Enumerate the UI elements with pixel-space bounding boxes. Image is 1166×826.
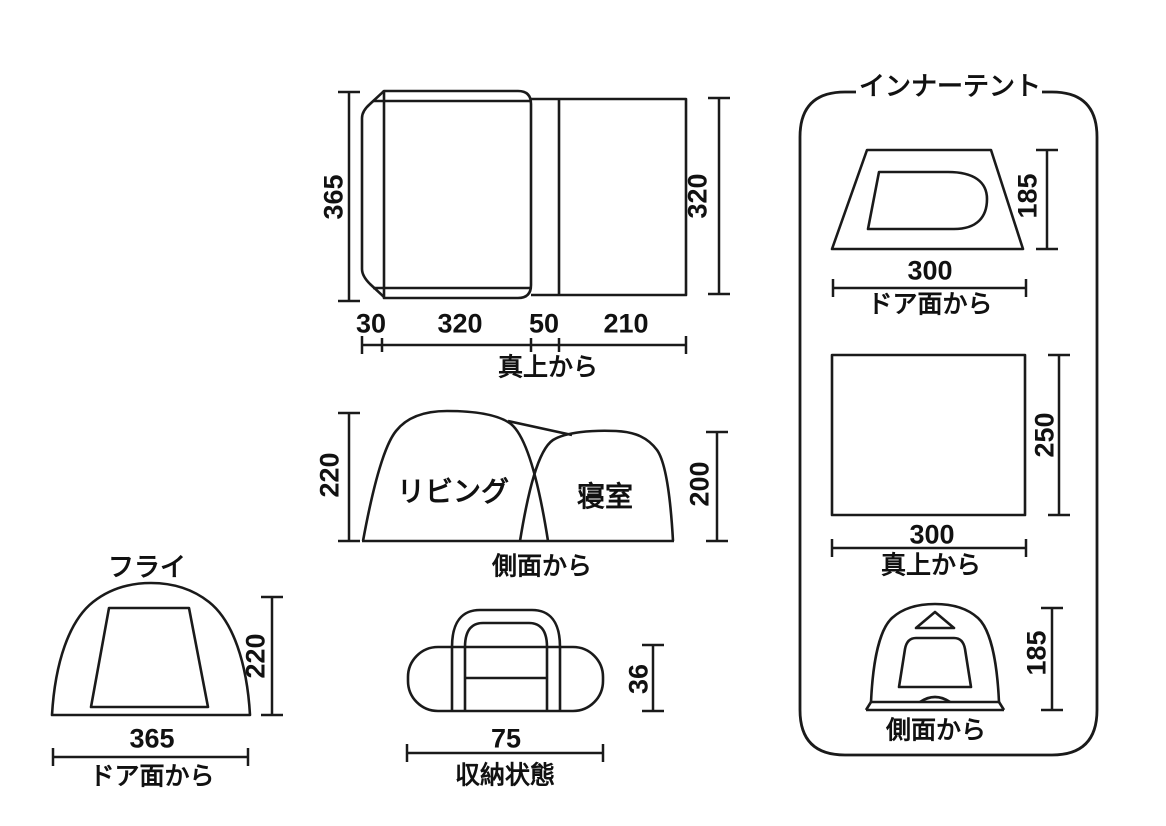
- fly-width-dim: 365: [129, 723, 175, 754]
- living-room-label: リビング: [396, 476, 510, 507]
- storage-dimension-lines: [405, 643, 664, 762]
- storage-width-dim: 75: [490, 723, 522, 754]
- inner-side-dimension-lines: [1041, 606, 1063, 712]
- inner-tent-panel-border: [798, 90, 1099, 757]
- inner-door-dimension-lines: [831, 148, 1058, 297]
- top-view-segment-320: 320: [437, 308, 483, 339]
- fly-title: フライ: [107, 552, 187, 582]
- fly-caption: ドア面から: [89, 762, 215, 791]
- bedroom-label: 寝室: [576, 481, 634, 512]
- inner-side-view-outline: [864, 602, 1006, 712]
- inner-top-height-dim: 250: [1029, 412, 1060, 458]
- inner-side-caption: 側面から: [885, 716, 987, 745]
- fly-height-dim: 220: [240, 633, 271, 679]
- side-view-right-height-dim: 200: [684, 461, 715, 507]
- inner-door-height-dim: 185: [1012, 173, 1043, 219]
- top-view-dimension-lines: [338, 90, 730, 354]
- side-view-outline: [361, 409, 675, 543]
- inner-door-width-dim: 300: [907, 255, 953, 286]
- side-view-dimension-lines: [338, 411, 728, 543]
- storage-caption: 収納状態: [454, 761, 556, 790]
- top-view-outline: [360, 89, 688, 300]
- top-view-segment-30: 30: [355, 308, 387, 339]
- inner-door-caption: ドア面から: [867, 290, 993, 319]
- top-view-caption: 真上から: [497, 353, 599, 382]
- fly-outline: [50, 581, 252, 717]
- top-view-right-height-dim: 320: [682, 173, 713, 219]
- fly-dimension-lines: [51, 595, 283, 766]
- top-view-segment-210: 210: [603, 308, 649, 339]
- inner-tent-title: インナーテント: [858, 71, 1042, 101]
- side-view-caption: 側面から: [491, 552, 593, 581]
- storage-bag-outline: [406, 608, 605, 713]
- inner-side-height-dim: 185: [1021, 630, 1052, 676]
- storage-height-dim: 36: [623, 663, 654, 695]
- inner-top-width-dim: 300: [909, 519, 955, 550]
- top-view-height-dim: 365: [318, 174, 349, 220]
- inner-top-caption: 真上から: [880, 551, 982, 580]
- inner-door-view-outline: [830, 148, 1025, 251]
- inner-top-view-outline: [830, 353, 1027, 517]
- top-view-segment-50: 50: [528, 308, 560, 339]
- inner-top-dimension-lines: [830, 353, 1070, 557]
- side-view-left-height-dim: 220: [314, 452, 345, 498]
